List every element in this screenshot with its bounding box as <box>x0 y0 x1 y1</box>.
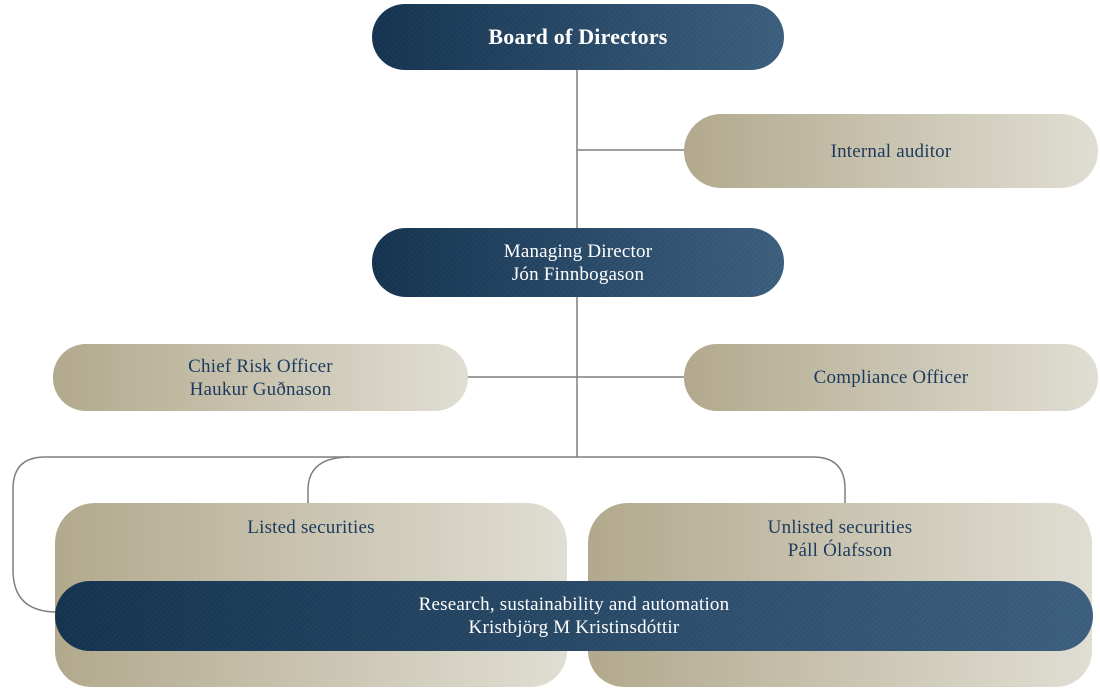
node-label: Board of Directors <box>488 24 668 49</box>
node-managing-director: Managing Director Jón Finnbogason <box>372 228 784 297</box>
node-label: Listed securities <box>247 517 375 538</box>
node-person-name: Haukur Guðnason <box>189 378 332 400</box>
node-title: Unlisted securities <box>767 517 913 538</box>
connector-listed-branch <box>307 456 351 503</box>
node-person-name: Páll Ólafsson <box>787 540 893 561</box>
node-internal-auditor: Internal auditor <box>684 114 1098 188</box>
node-board-of-directors: Board of Directors <box>372 4 784 70</box>
node-title: Managing Director <box>503 240 653 262</box>
node-chief-risk-officer: Chief Risk Officer Haukur Guðnason <box>53 344 468 411</box>
node-compliance-officer: Compliance Officer <box>684 344 1098 411</box>
node-research-sustainability-automation: Research, sustainability and automation … <box>55 581 1093 651</box>
connector-bottom-rail <box>12 456 846 613</box>
node-label: Compliance Officer <box>813 367 969 388</box>
node-person-name: Kristbjörg M Kristinsdóttir <box>468 617 680 638</box>
node-title: Chief Risk Officer <box>188 355 333 377</box>
node-person-name: Jón Finnbogason <box>511 263 645 285</box>
node-label: Internal auditor <box>830 140 952 162</box>
node-title: Research, sustainability and automation <box>418 594 730 615</box>
